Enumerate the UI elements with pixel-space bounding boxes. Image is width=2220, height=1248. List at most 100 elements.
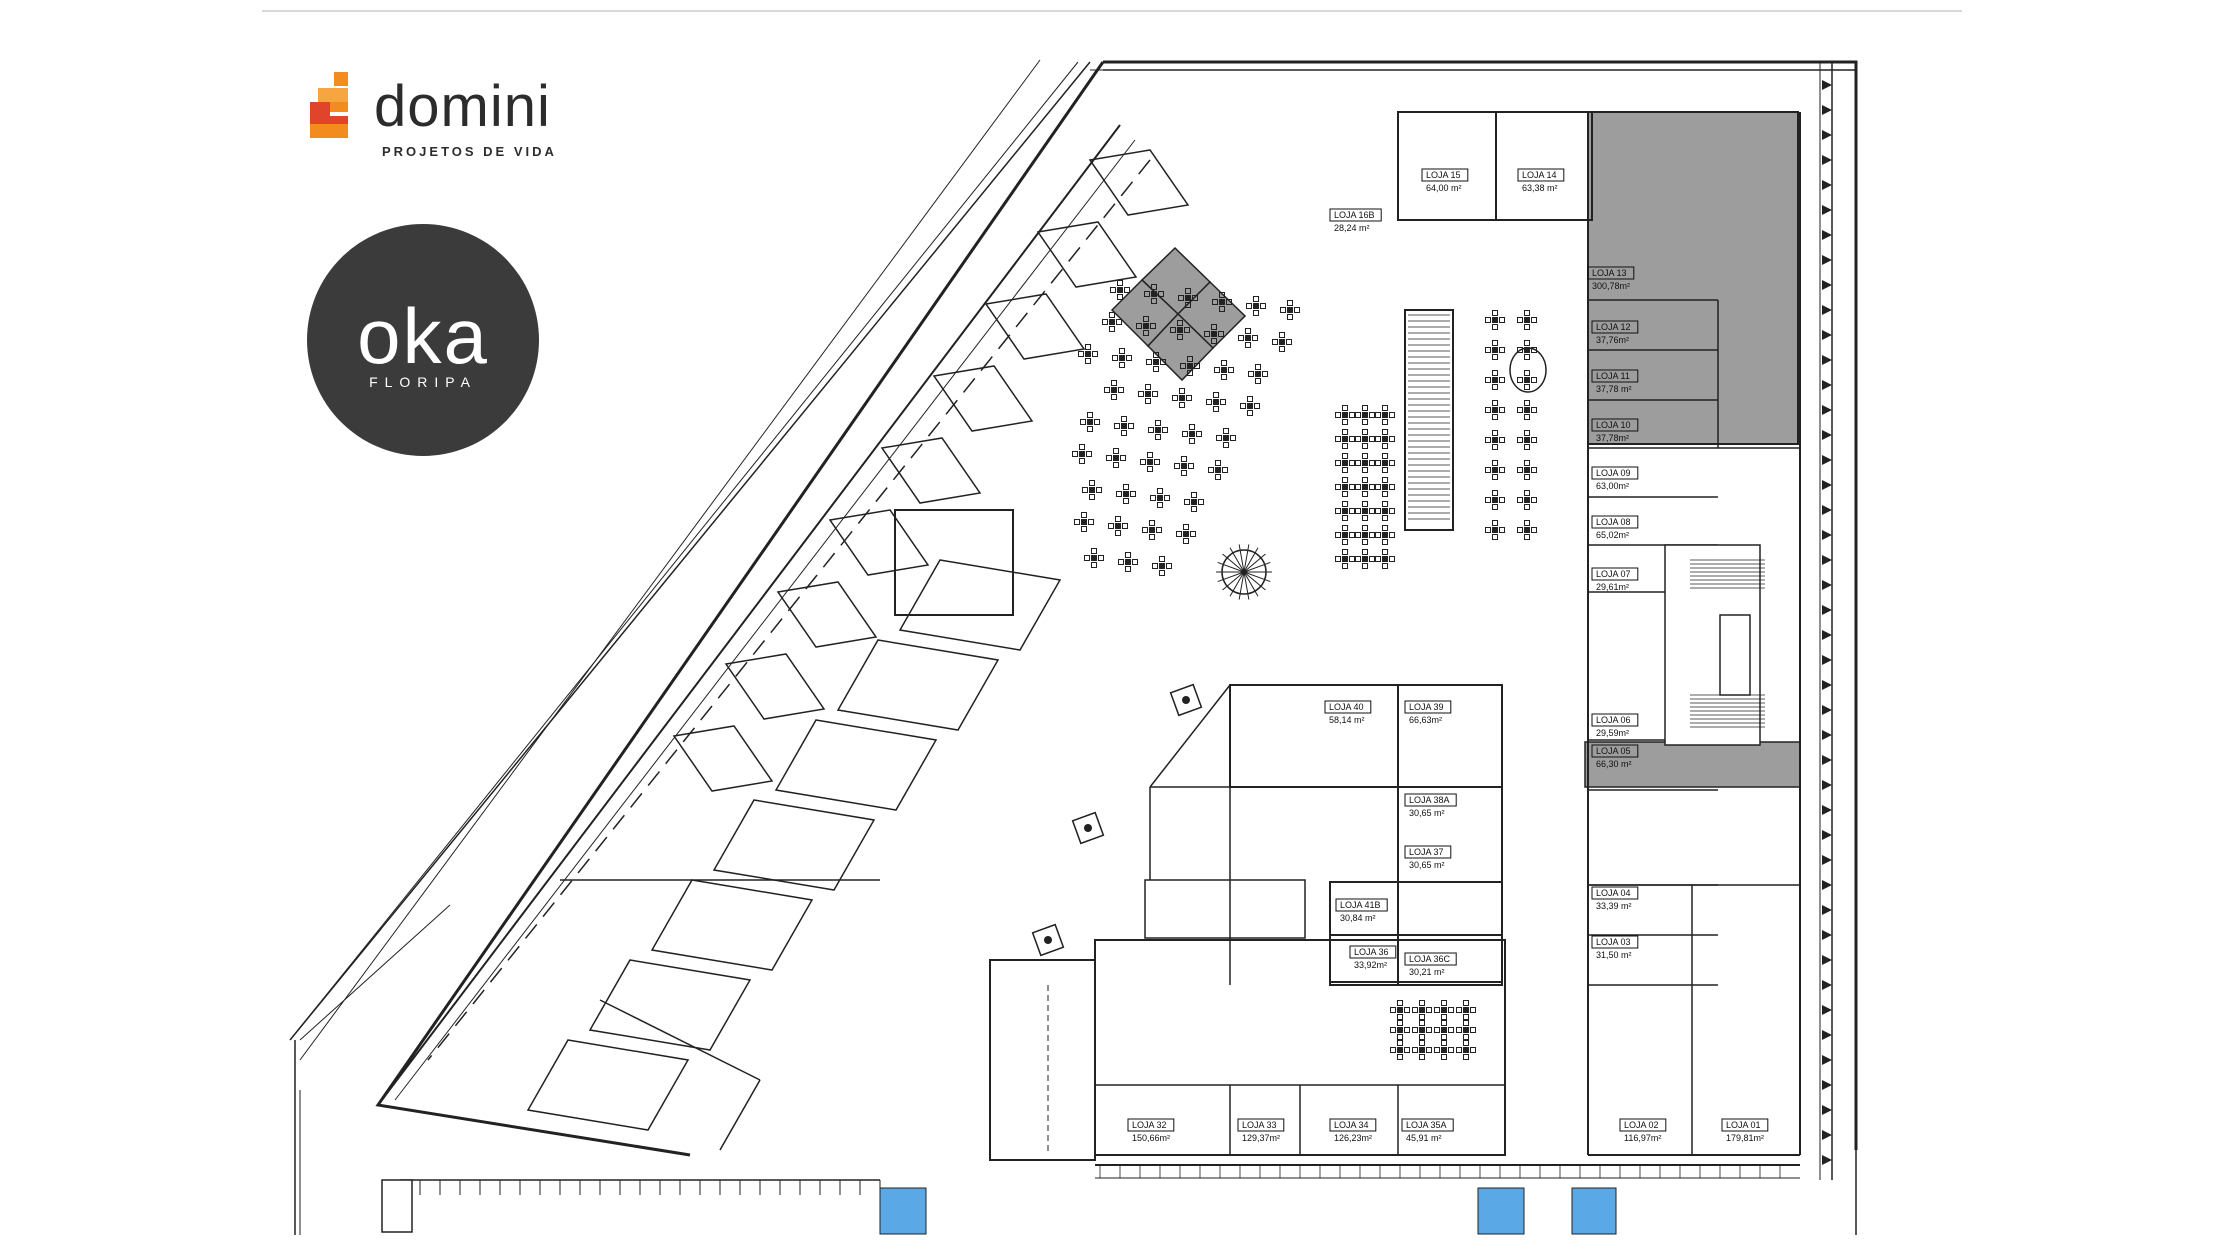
table-icon (1342, 412, 1348, 418)
chair-icon (1335, 508, 1341, 514)
store-label-box (1619, 1118, 1667, 1132)
chair-icon (1121, 430, 1127, 436)
chair-icon (1294, 307, 1300, 313)
chair-icon (1113, 448, 1119, 454)
chair-icon (1404, 1047, 1410, 1053)
chair-icon (1088, 519, 1094, 525)
chair-icon (1342, 467, 1348, 473)
chair-icon (1404, 1007, 1410, 1013)
chair-icon (1426, 1047, 1432, 1053)
chair-icon (1190, 531, 1196, 537)
chair-icon (1211, 338, 1217, 344)
chair-icon (1355, 532, 1361, 538)
chair-icon (1362, 429, 1368, 435)
chair-icon (1389, 436, 1395, 442)
chair-icon (1362, 539, 1368, 545)
chair-icon (1499, 467, 1505, 473)
store-label-area: 28,24 m² (1334, 223, 1370, 233)
column-marker-icon (1822, 680, 1832, 690)
chair-icon (1111, 394, 1117, 400)
column-marker-icon (1822, 855, 1832, 865)
store-label-area: 31,50 m² (1596, 950, 1632, 960)
chair-icon (1463, 1014, 1469, 1020)
chair-icon (1189, 424, 1195, 430)
chair-icon (1145, 384, 1151, 390)
chair-icon (1145, 398, 1151, 404)
chair-icon (1441, 1054, 1447, 1060)
chair-icon (1524, 534, 1530, 540)
table-icon (1492, 437, 1498, 443)
chair-icon (1492, 384, 1498, 390)
column-marker-icon (1822, 1005, 1832, 1015)
store-label-box (1404, 793, 1457, 807)
chair-icon (1223, 442, 1229, 448)
round-kiosk (1509, 347, 1547, 393)
parking-block (989, 959, 1096, 1161)
chair-icon (1382, 515, 1388, 521)
column-marker-icon (1822, 555, 1832, 565)
top-divider (262, 10, 1962, 12)
store-label-name: LOJA 36 (1354, 947, 1389, 957)
chair-icon (1524, 370, 1530, 376)
store-label-area: 29,61m² (1596, 582, 1629, 592)
chair-icon (1524, 384, 1530, 390)
tree-branch (1222, 553, 1245, 573)
chair-icon (1160, 359, 1166, 365)
chair-icon (1187, 370, 1193, 376)
chair-icon (1123, 484, 1129, 490)
chair-icon (1335, 412, 1341, 418)
chair-icon (1362, 453, 1368, 459)
diagonal-store-outline (932, 365, 1034, 432)
chair-icon (1177, 334, 1183, 340)
domini-mark-icon (310, 72, 348, 138)
table-icon (1524, 467, 1530, 473)
chair-icon (1375, 508, 1381, 514)
chair-icon (1226, 299, 1232, 305)
chair-icon (1102, 319, 1108, 325)
store-label-name: LOJA 04 (1596, 888, 1631, 898)
chair-icon (1183, 538, 1189, 544)
chair-icon (1362, 563, 1368, 569)
chair-icon (1155, 420, 1161, 426)
chair-icon (1362, 491, 1368, 497)
chair-icon (1215, 474, 1221, 480)
chair-icon (1238, 335, 1244, 341)
chair-icon (1150, 495, 1156, 501)
store-label-name: LOJA 38A (1409, 795, 1450, 805)
facade-line (377, 124, 1121, 1106)
tree-branch (1243, 571, 1259, 597)
diagonal-store-outline (984, 293, 1086, 360)
chair-icon (1412, 1007, 1418, 1013)
chair-icon (1117, 294, 1123, 300)
table-icon (1419, 1007, 1425, 1013)
chair-icon (1524, 310, 1530, 316)
chair-icon (1149, 534, 1155, 540)
chair-icon (1382, 443, 1388, 449)
chair-icon (1419, 1034, 1425, 1040)
store-label-box (1587, 266, 1635, 280)
domini-wordmark: domini (374, 74, 551, 139)
column-marker-icon (1822, 305, 1832, 315)
store-label-area: 179,81m² (1726, 1133, 1764, 1143)
tree-branch (1217, 571, 1245, 583)
column-marker-icon (1822, 1055, 1832, 1065)
diagonal-store-outline (712, 799, 876, 891)
chair-icon (1375, 532, 1381, 538)
column-marker-icon (1822, 980, 1832, 990)
table-icon (1524, 527, 1530, 533)
chair-icon (1170, 327, 1176, 333)
chair-icon (1342, 491, 1348, 497)
chair-icon (1470, 1047, 1476, 1053)
chair-icon (1362, 477, 1368, 483)
store-label-box (1591, 713, 1639, 727)
store-label-box (1324, 700, 1372, 714)
chair-icon (1106, 455, 1112, 461)
chair-icon (1091, 562, 1097, 568)
chair-icon (1151, 284, 1157, 290)
chair-icon (1441, 1000, 1447, 1006)
